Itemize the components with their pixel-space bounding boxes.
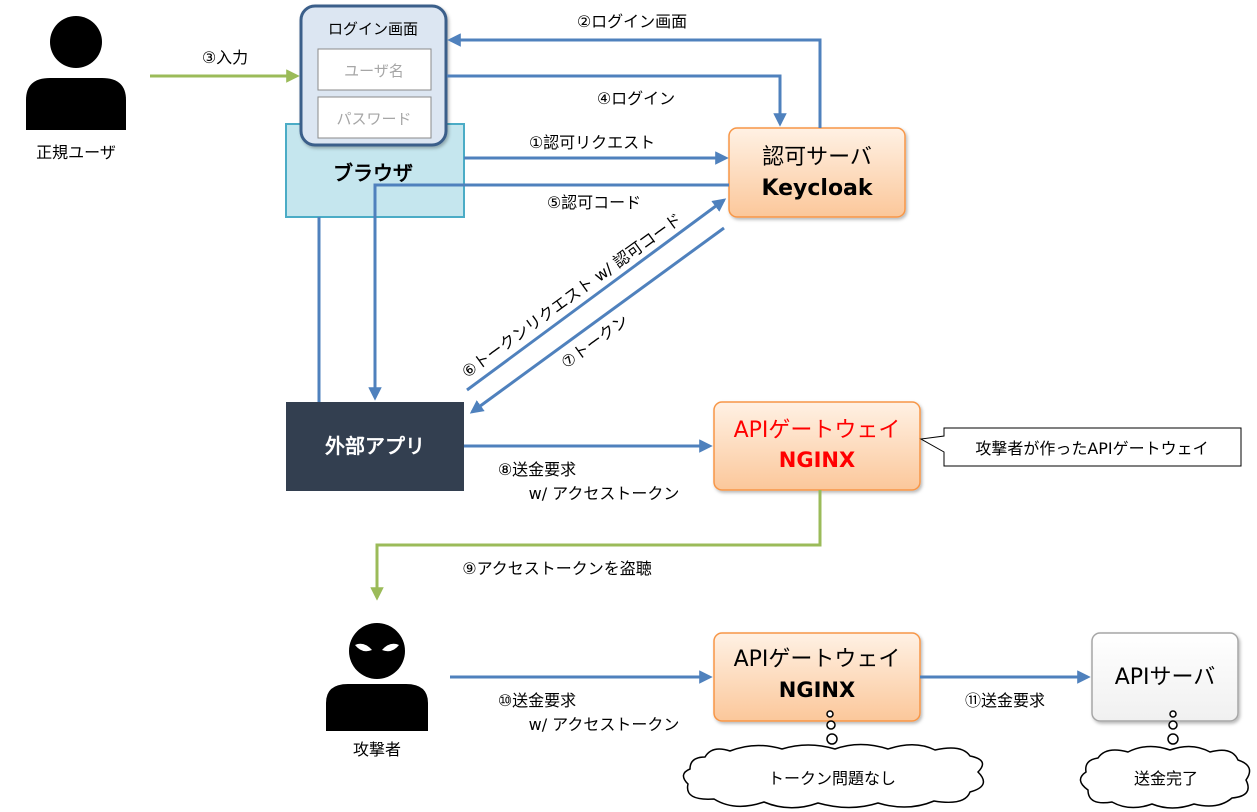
- arrow-step5: [368, 183, 729, 401]
- fake-gateway-product: NGINX: [779, 448, 855, 472]
- auth-server-product: Keycloak: [761, 176, 873, 201]
- real-gateway-thought-dots: [826, 710, 838, 745]
- api-server-box: [1091, 632, 1239, 722]
- step5-label: ⑤認可コード: [547, 193, 641, 212]
- arrow-step4: [447, 74, 787, 127]
- step11-label: ⑪送金要求: [965, 691, 1045, 710]
- step8-label-line2: w/ アクセストークン: [529, 484, 680, 503]
- step9-label: ⑨アクセストークンを盗聴: [462, 559, 652, 578]
- username-placeholder: ユーザ名: [344, 62, 404, 80]
- password-field[interactable]: [317, 96, 432, 139]
- username-field[interactable]: [317, 48, 432, 91]
- arrow-step2: [447, 33, 822, 128]
- login-screen-title: ログイン画面: [328, 20, 418, 38]
- step2-label: ②ログイン画面: [577, 12, 687, 31]
- api-server-thought-text: 送金完了: [1134, 769, 1198, 788]
- real-gateway-product: NGINX: [779, 678, 855, 702]
- step10-label-line2: w/ アクセストークン: [529, 715, 680, 734]
- browser-label: ブラウザ: [333, 161, 413, 185]
- password-placeholder: パスワード: [336, 110, 411, 128]
- real-gateway-thought-cloud: [682, 743, 985, 809]
- legit-user-label: 正規ユーザ: [36, 143, 116, 162]
- arrow-step7: [469, 226, 725, 414]
- auth-server-box: [728, 127, 906, 218]
- step10-label-line1: ⑩送金要求: [498, 691, 576, 710]
- external-app-box: [286, 402, 464, 491]
- api-server-label: APIサーバ: [1115, 665, 1216, 690]
- real-gateway-name: APIゲートウェイ: [734, 647, 901, 672]
- fake-gateway-callout: [919, 427, 1242, 467]
- attacker-label: 攻撃者: [353, 740, 401, 759]
- fake-gateway-callout-text: 攻撃者が作ったAPIゲートウェイ: [975, 439, 1208, 458]
- step1-label: ①認可リクエスト: [529, 133, 655, 152]
- real-gateway-thought-text: トークン問題なし: [768, 769, 896, 788]
- arrow-step6: [466, 198, 727, 392]
- api-server-thought-dots: [1167, 710, 1179, 745]
- step4-label: ④ログイン: [597, 89, 675, 108]
- step8-label-line1: ⑧送金要求: [498, 460, 576, 479]
- arrow-step9: [370, 490, 822, 601]
- attacker-icon: [326, 623, 428, 731]
- legit-user-icon: [26, 16, 126, 130]
- api-server-thought-cloud: [1079, 745, 1251, 809]
- external-app-label: 外部アプリ: [325, 434, 425, 458]
- auth-server-name: 認可サーバ: [762, 145, 872, 170]
- fake-gateway-name: APIゲートウェイ: [734, 418, 901, 443]
- fake-gateway-box: [713, 401, 921, 491]
- step3-label: ③入力: [202, 48, 248, 67]
